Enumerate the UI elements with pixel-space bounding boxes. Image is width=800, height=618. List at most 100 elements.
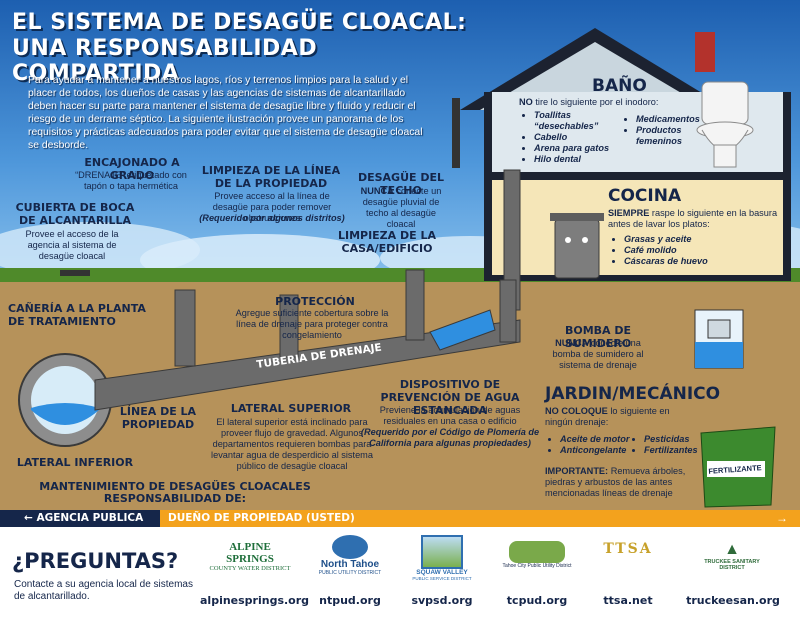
drain-pipe-illustration [18, 269, 521, 447]
contacto-text: Contacte a su agencia local de sistemas … [14, 579, 193, 602]
mantenimiento-line2: RESPONSABILIDAD DE: [103, 492, 247, 505]
jardin-list-right: Pesticidas Fertilizantes [632, 434, 714, 456]
property-cleanout-pipe [279, 294, 299, 358]
preguntas-heading: ¿PREGUNTAS? [12, 549, 179, 573]
limpieza-propiedad-req: (Requerido por algunos distritos) [199, 213, 345, 223]
manhole-cover [60, 270, 90, 276]
tree-icon: ▲ [724, 541, 740, 558]
logo-name: SQUAW VALLEY [416, 569, 468, 576]
limpieza-casa-title: LIMPIEZA DE LA CASA/EDIFICIO [337, 229, 437, 255]
page-title-line2: UNA RESPONSABILIDAD COMPARTIDA [12, 36, 318, 86]
bano-intro-block: NO tire lo siguiente por el inodoro: [519, 97, 709, 108]
logo-name: TTSA [603, 541, 653, 557]
dispositivo-text: Previene la acumulación de aguas residua… [379, 405, 521, 426]
alpine-springs-logo: ALPINE SPRINGS COUNTY WATER DISTRICT [205, 541, 295, 572]
list-item: Hilo dental [534, 154, 634, 165]
bomba-nunca: NUNCA [555, 338, 589, 348]
dueno-bar: DUEÑO DE PROPIEDAD (USTED) → [160, 510, 800, 527]
cocina-siempre: SIEMPRE [608, 208, 650, 218]
logo-sub: PUBLIC UTILITY DISTRICT [318, 570, 382, 576]
linea-propiedad-label: LÍNEA DE LA PROPIEDAD [119, 405, 197, 431]
jardin-no: NO COLOQUE [545, 406, 608, 416]
dueno-label: DUEÑO DE PROPIEDAD (USTED) [168, 512, 355, 524]
lateral-superior-text: El lateral superior está inclinado para … [211, 417, 373, 471]
backflow-device [429, 309, 496, 351]
sump-pump-illustration [694, 309, 744, 369]
list-item: Anticongelante [560, 445, 640, 456]
dispositivo-title: DISPOSITIVO DE PREVENCIÓN DE AGUA ESTANC… [380, 378, 520, 417]
list-item: Cáscaras de huevo [624, 256, 764, 267]
page-title-line1: EL SISTEMA DE DESAGÜE CLOACAL: [12, 10, 467, 35]
bano-intro: tire lo siguiente por el inodoro: [535, 97, 659, 107]
logo-sub: COUNTY WATER DISTRICT [209, 565, 291, 572]
logo-name: ALPINE SPRINGS [226, 541, 274, 565]
alpinesprings-link[interactable]: alpinesprings.org [200, 594, 310, 607]
agencia-text: AGENCIA PUBLICA [36, 512, 144, 524]
jardin-importante-text: Remueva árboles, piedras y arbustos de l… [545, 466, 686, 498]
intro-paragraph: Para ayudar a mantener a nuestros lagos,… [28, 75, 423, 151]
jardin-intro-block: NO COLOQUE lo siguiente en ningún drenaj… [545, 406, 685, 428]
caneria-title: CAÑERÍA A LA PLANTA DE TRATAMIENTO [8, 302, 146, 328]
limpieza-propiedad-title: LIMPIEZA DE LA LÍNEA DE LA PROPIEDAD [201, 164, 341, 190]
bano-list-left: Toallitas “desechables” Cabello Arena pa… [522, 110, 634, 165]
cocina-intro: raspe lo siguiente en la basura antes de… [608, 208, 778, 229]
cocina-intro-block: SIEMPRE raspe lo siguiente en la basura … [608, 208, 784, 230]
logo-name: TRUCKEE SANITARY DISTRICT [704, 559, 760, 571]
list-item: Aceite de motor [560, 434, 640, 445]
tcpud-link[interactable]: tcpud.org [506, 594, 568, 607]
list-item: Medicamentos [636, 114, 708, 125]
mantenimiento-line1: MANTENIMIENTO DE DESAGÜES CLOACALES [39, 480, 311, 493]
ttsa-link[interactable]: ttsa.net [603, 594, 653, 607]
jardin-title: JARDIN/MECÁNICO [545, 384, 721, 404]
list-item: Pesticidas [644, 434, 714, 445]
bomba-title: BOMBA DE SUMIDERO [564, 324, 632, 350]
list-item: Toallitas “desechables” [534, 110, 634, 132]
dispositivo-req: (Requerido por el Código de Plomería de … [360, 427, 540, 448]
cocina-list: Grasas y aceite Café molido Cáscaras de … [612, 234, 764, 267]
limpieza-propiedad-text: Provee acceso al la línea de desagüe par… [212, 191, 332, 223]
logo-name: North Tahoe [320, 559, 380, 570]
svpsd-link[interactable]: svpsd.org [411, 594, 473, 607]
bomba-text: conecte una bomba de sumidero al sistema… [552, 338, 644, 370]
truckee-logo: ▲ TRUCKEE SANITARY DISTRICT [692, 541, 772, 571]
svpsd-logo: SQUAW VALLEY PUBLIC SERVICE DISTRICT [410, 535, 474, 581]
bano-no: NO [519, 97, 533, 107]
agencia-bar: ← AGENCIA PUBLICA [0, 510, 160, 527]
grade-box-pipe [174, 289, 196, 367]
agencia-label: ← AGENCIA PUBLICA [24, 512, 144, 524]
truckeesan-link[interactable]: truckeesan.org [686, 594, 780, 607]
cubierta-title: CUBIERTA DE BOCA DE ALCANTARILLA [15, 201, 135, 227]
desague-techo-text: conecte un desagüe pluvial de techo al d… [362, 186, 442, 229]
list-item: Cabello [534, 132, 634, 143]
list-item: Grasas y aceite [624, 234, 764, 245]
ntpud-logo: North Tahoe PUBLIC UTILITY DISTRICT [318, 535, 382, 576]
fertilizer-bag-illustration [700, 426, 776, 508]
desague-techo-title: DESAGÜE DEL TECHO [357, 171, 445, 197]
bano-title: BAÑO [592, 76, 647, 96]
ttsa-logo: TTSA [596, 541, 660, 557]
proteccion-title: PROTECCIÓN [275, 295, 355, 308]
list-item: Arena para gatos [534, 143, 634, 154]
lateral-inferior-label: LATERAL INFERIOR [16, 456, 134, 469]
tcpud-logo: Tahoe City Public Utility District [500, 541, 574, 569]
house-cleanout-pipe [405, 269, 425, 341]
ntpud-link[interactable]: ntpud.org [319, 594, 381, 607]
jardin-importante-label: IMPORTANTE: [545, 466, 609, 476]
encajonado-title: ENCAJONADO A GRADO [84, 156, 180, 182]
kitchen-wall [490, 177, 785, 277]
desague-techo-nunca: NUNCA [360, 186, 394, 196]
bano-list-right: Medicamentos Productos femeninos [624, 114, 708, 147]
arrow-right-icon: → [776, 511, 788, 525]
cubierta-text: Provee el acceso de la agencia al sistem… [25, 229, 119, 261]
list-item: Productos femeninos [636, 125, 708, 147]
jardin-list-left: Aceite de motor Anticongelante [548, 434, 640, 456]
cocina-title: COCINA [608, 186, 682, 206]
chimney [695, 32, 715, 72]
list-item: Café molido [624, 245, 764, 256]
list-item: Fertilizantes [644, 445, 714, 456]
proteccion-text: Agregue suficiente cobertura sobre la lí… [235, 308, 389, 340]
house-illustration [452, 28, 791, 311]
logo-sub: PUBLIC SERVICE DISTRICT [412, 576, 472, 581]
bomba-block: NUNCA conecte una bomba de sumidero al s… [545, 338, 651, 371]
